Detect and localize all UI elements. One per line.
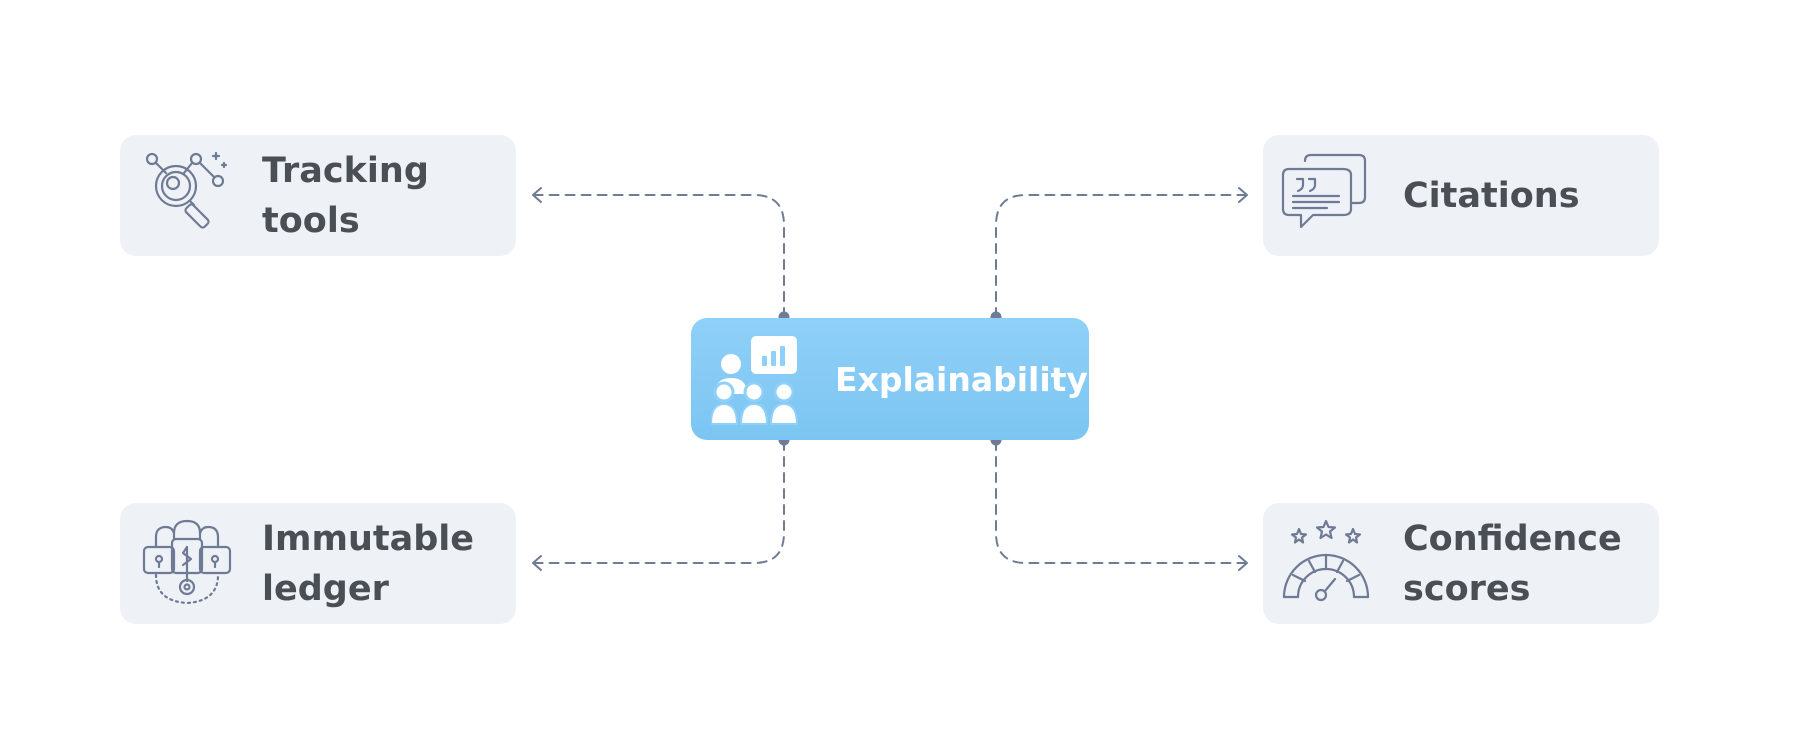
connector-ledger (533, 440, 785, 564)
tracking-tools-node: Tracking tools (120, 135, 516, 256)
connector-confidence (995, 440, 1247, 564)
citations-label: Citations (1403, 175, 1580, 216)
tracking-search-icon (145, 151, 228, 229)
ledger-lock-icon (142, 519, 232, 605)
immutable-ledger-node: Immutable ledger (120, 503, 516, 624)
team-presentation-icon (711, 336, 799, 425)
connector-citations (995, 194, 1247, 318)
arrowhead-citations (1238, 187, 1248, 203)
connector-tracking (533, 194, 785, 318)
tracking-tools-label: Tracking tools (262, 150, 429, 241)
quote-chat-icon (1281, 153, 1367, 229)
immutable-ledger-label: Immutable ledger (262, 518, 475, 609)
arrowhead-tracking (532, 187, 542, 203)
explainability-node: Explainability (691, 318, 1089, 440)
arrowhead-ledger (532, 555, 542, 571)
gauge-stars-icon (1282, 519, 1370, 602)
citations-node: Citations (1263, 135, 1659, 256)
arrowhead-confidence (1238, 555, 1248, 571)
confidence-scores-node: Confidence scores (1263, 503, 1659, 624)
confidence-scores-label: Confidence scores (1403, 518, 1622, 609)
explainability-label: Explainability (835, 359, 1088, 399)
